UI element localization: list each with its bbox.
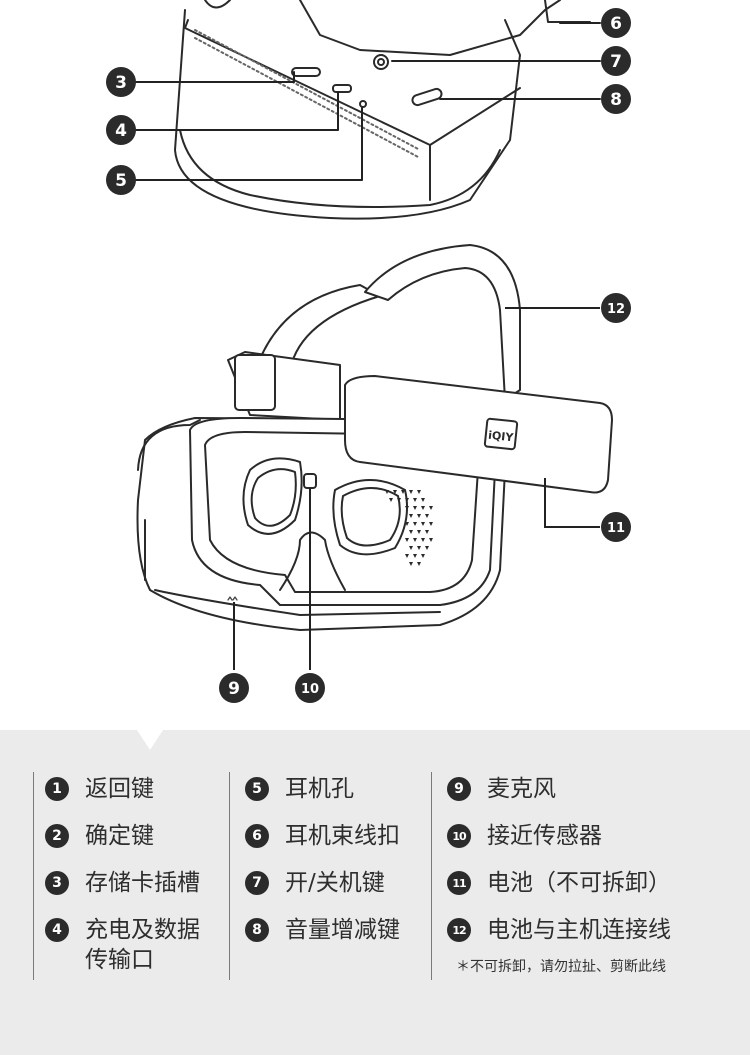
legend-number: 6: [245, 824, 269, 848]
callout-9: 9: [219, 673, 249, 703]
battery-cable-note: ＊不可拆卸，请勿拉扯、剪断此线: [456, 959, 666, 975]
legend-number: 10: [447, 824, 471, 848]
vr-headset-diagram: iQIY 6 7 8 3 4 5 12 11 9: [106, 0, 631, 703]
speaker-grille: [385, 490, 433, 566]
svg-text:12: 12: [607, 302, 625, 317]
callout-8: 8: [601, 84, 631, 114]
headset-bottom-view: [174, 0, 591, 220]
svg-text:4: 4: [115, 121, 127, 141]
svg-text:3: 3: [115, 73, 127, 93]
callout-3: 3: [106, 67, 136, 97]
legend-item-charging-port: 4 充电及数据 传输口: [45, 915, 200, 975]
callout-4: 4: [106, 115, 136, 145]
legend-panel: [0, 730, 750, 1055]
svg-text:10: 10: [301, 682, 319, 697]
legend-label: 耳机孔: [285, 776, 354, 802]
legend-divider: [431, 772, 432, 980]
svg-text:7: 7: [610, 52, 622, 72]
legend-item-confirm-key: 2 确定键: [45, 821, 154, 851]
legend-item-microphone: 9 麦克风: [447, 774, 556, 804]
legend-item-power-key: 7 开/关机键: [245, 868, 385, 898]
legend-label: 音量增减键: [285, 917, 400, 943]
legend-number: 11: [447, 871, 471, 895]
legend-label: 存储卡插槽: [85, 870, 200, 896]
legend-item-card-slot: 3 存储卡插槽: [45, 868, 200, 898]
legend-label: 充电及数据 传输口: [85, 917, 200, 973]
legend-number: 2: [45, 824, 69, 848]
legend-number: 8: [245, 918, 269, 942]
legend-item-volume-keys: 8 音量增减键: [245, 915, 400, 945]
legend-label: 耳机束线扣: [285, 823, 400, 849]
svg-text:8: 8: [610, 90, 622, 110]
brand-logo: iQIY: [488, 429, 515, 445]
headset-front-view: [136, 244, 613, 631]
legend-label: 返回键: [85, 776, 154, 802]
callout-7: 7: [601, 46, 631, 76]
legend-number: 9: [447, 777, 471, 801]
legend-item-cable-clip: 6 耳机束线扣: [245, 821, 400, 851]
legend-item-battery-cable: 12 电池与主机连接线: [447, 915, 671, 945]
legend-item-back-key: 1 返回键: [45, 774, 154, 804]
legend-label: 开/关机键: [285, 870, 385, 896]
legend-label: 电池与主机连接线: [487, 917, 671, 943]
legend-label: 确定键: [85, 823, 154, 849]
legend-divider: [33, 772, 34, 980]
legend-number: 5: [245, 777, 269, 801]
legend-label: 麦克风: [487, 776, 556, 802]
svg-text:9: 9: [228, 679, 240, 699]
callout-12: 12: [601, 293, 631, 323]
callout-10: 10: [295, 673, 325, 703]
legend-number: 4: [45, 918, 69, 942]
legend-item-battery: 11 电池（不可拆卸）: [447, 868, 671, 898]
callout-11: 11: [601, 512, 631, 542]
legend-number: 12: [447, 918, 471, 942]
legend-item-headphone-jack: 5 耳机孔: [245, 774, 354, 804]
legend-divider: [229, 772, 230, 980]
legend-number: 3: [45, 871, 69, 895]
legend-item-proximity-sensor: 10 接近传感器: [447, 821, 602, 851]
legend-notch: [137, 730, 163, 750]
svg-text:6: 6: [610, 14, 622, 34]
svg-text:11: 11: [607, 521, 625, 536]
legend-label: 电池（不可拆卸）: [487, 870, 671, 896]
legend-number: 7: [245, 871, 269, 895]
callout-6: 6: [601, 8, 631, 38]
legend-label: 接近传感器: [487, 823, 602, 849]
legend-number: 1: [45, 777, 69, 801]
callout-5: 5: [106, 165, 136, 195]
svg-text:5: 5: [115, 171, 127, 191]
